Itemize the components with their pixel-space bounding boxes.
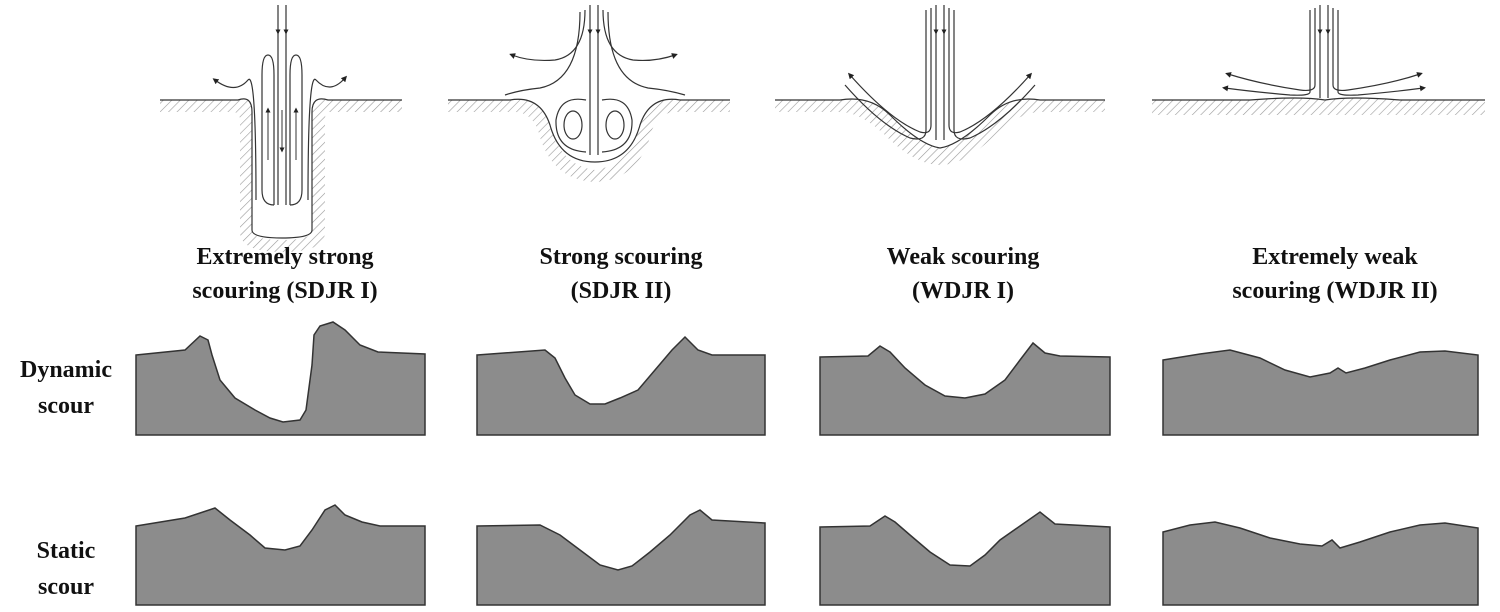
caption-sdjr2: Strong scouring (SDJR II) (466, 240, 776, 308)
caption-sdjr1: Extremely strong scouring (SDJR I) (130, 240, 440, 308)
caption-line2: scouring (WDJR II) (1232, 278, 1438, 304)
caption-line2: scouring (SDJR I) (192, 278, 378, 304)
flow-diagram-2 (448, 5, 730, 182)
static-profile-wdjr1 (819, 511, 1111, 606)
caption-line2: (SDJR II) (570, 278, 672, 304)
flow-diagram-3 (775, 5, 1105, 165)
row-label-dynamic: Dynamic scour (0, 352, 132, 424)
static-profile-sdjr2 (476, 509, 766, 606)
row-label-static: Static scour (0, 533, 132, 605)
caption-line2: (WDJR I) (912, 278, 1014, 304)
caption-line1: Strong scouring (539, 244, 703, 270)
caption-wdjr1: Weak scouring (WDJR I) (808, 240, 1118, 308)
dynamic-profile-sdjr2 (476, 335, 766, 436)
row-label-line2: scour (38, 574, 94, 600)
dynamic-profile-sdjr1 (135, 321, 426, 436)
flow-diagram-1 (160, 5, 402, 252)
flow-diagram-sdjr1 (160, 5, 1485, 252)
caption-line1: Extremely weak (1252, 244, 1418, 270)
static-profile-wdjr2 (1162, 521, 1479, 606)
row-label-line1: Static (36, 538, 96, 564)
caption-wdjr2: Extremely weak scouring (WDJR II) (1180, 240, 1490, 308)
dynamic-profile-wdjr2 (1162, 349, 1479, 436)
row-label-line1: Dynamic (20, 357, 112, 383)
caption-line1: Weak scouring (886, 244, 1040, 270)
flow-diagram-4 (1152, 5, 1485, 115)
caption-line1: Extremely strong (196, 244, 374, 270)
dynamic-profile-wdjr1 (819, 341, 1111, 436)
row-label-line2: scour (38, 393, 94, 419)
static-profile-sdjr1 (135, 504, 426, 606)
